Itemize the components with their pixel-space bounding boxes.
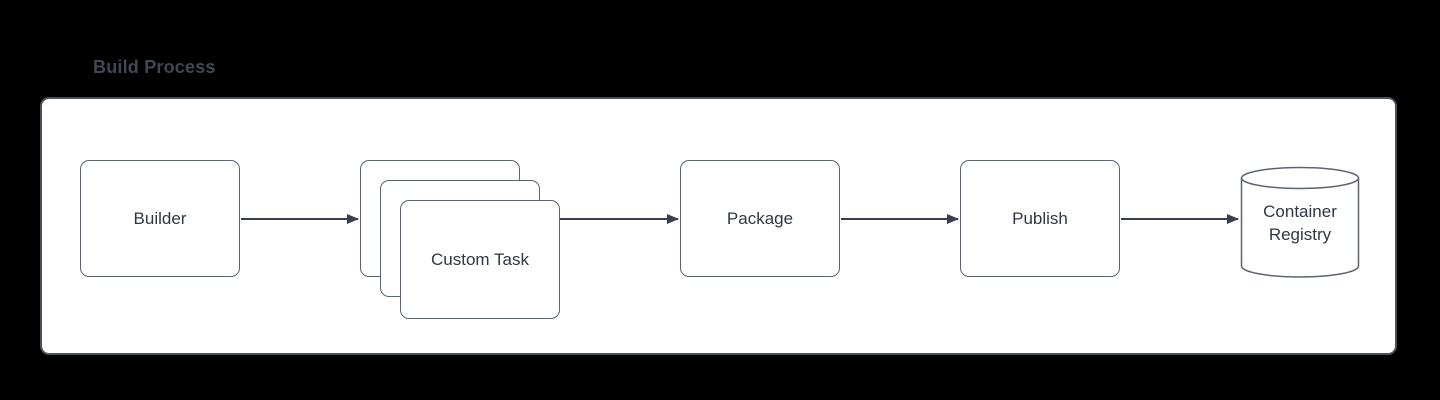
node-publish-label: Publish <box>1012 208 1068 228</box>
cylinder-shape-icon <box>1240 166 1360 278</box>
node-container-registry: Container Registry <box>1240 166 1360 278</box>
node-package: Package <box>680 160 840 277</box>
node-publish: Publish <box>960 160 1120 277</box>
node-container-registry-label: Container Registry <box>1263 202 1337 244</box>
node-package-label: Package <box>726 208 794 228</box>
node-builder-label: Builder <box>133 208 187 228</box>
node-custom-task: Custom Task <box>400 200 560 319</box>
diagram-title: Build Process <box>93 57 216 77</box>
node-builder: Builder <box>80 160 240 277</box>
node-custom-task-label: Custom Task <box>431 249 529 269</box>
